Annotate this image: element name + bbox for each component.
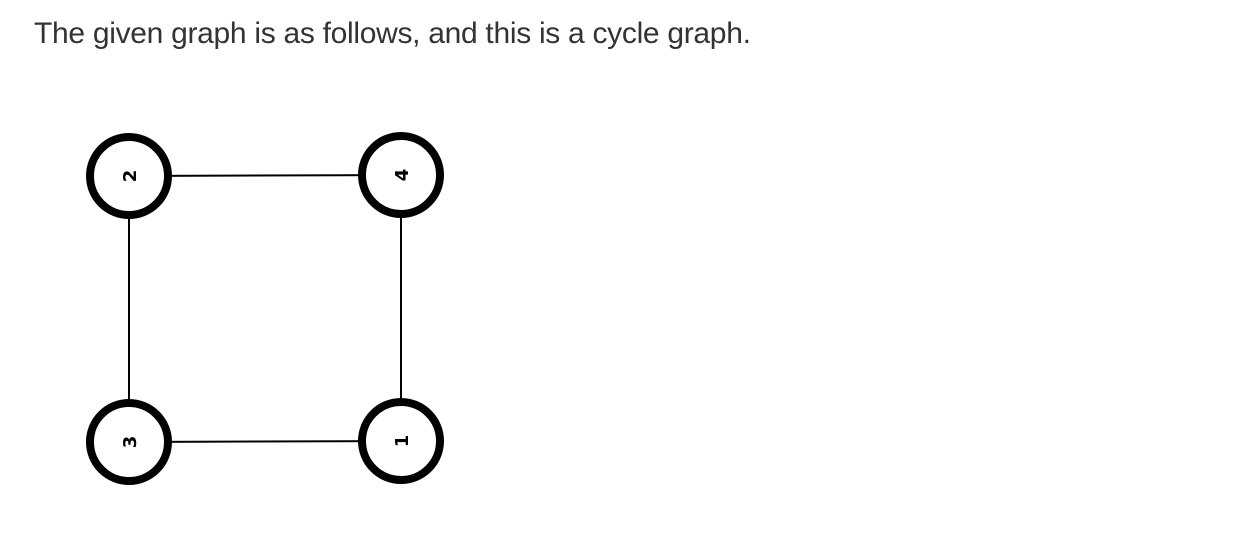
node-1-label: 1 [392, 435, 413, 448]
node-2: 2 [86, 133, 172, 219]
edge-1-3 [128, 440, 402, 443]
edge-2-4 [128, 174, 402, 177]
node-4-label: 4 [392, 169, 413, 182]
node-2-label: 2 [120, 170, 141, 183]
node-1: 1 [358, 398, 444, 484]
node-3: 3 [86, 399, 172, 485]
node-4: 4 [358, 132, 444, 218]
intro-text: The given graph is as follows, and this … [34, 17, 751, 50]
node-3-label: 3 [120, 436, 141, 449]
